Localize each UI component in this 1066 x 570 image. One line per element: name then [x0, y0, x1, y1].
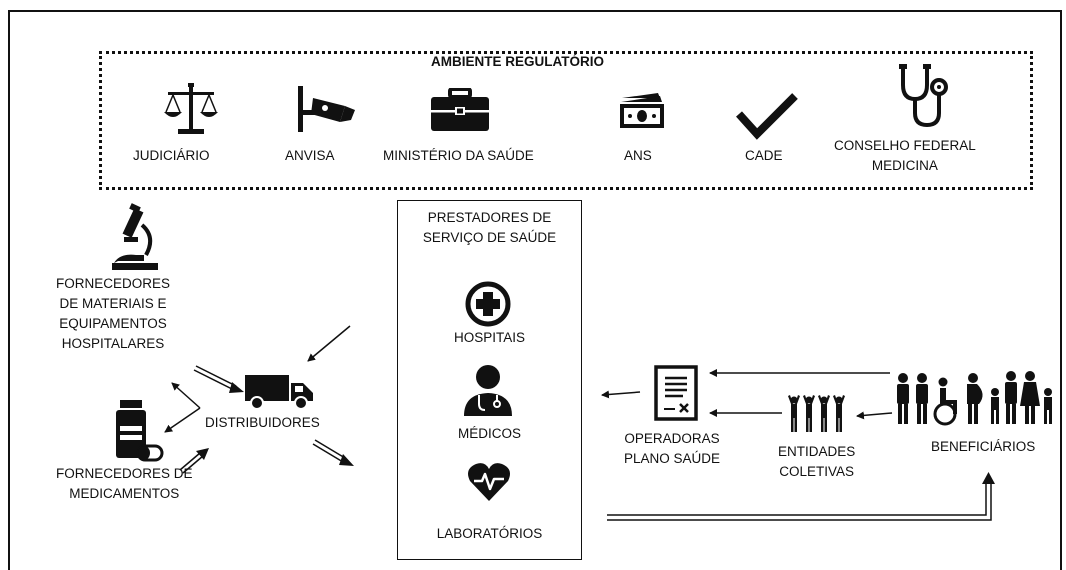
- arrow-operators-to-providers: [601, 390, 641, 399]
- anvisa-label: ANVISA: [285, 148, 335, 163]
- ministerio-saude-label: MINISTÉRIO DA SAÚDE: [383, 148, 534, 163]
- checkmark-icon: [736, 93, 798, 140]
- providers-title: PRESTADORES DE SERVIÇO DE SAÚDE: [422, 210, 557, 245]
- cctv-camera-icon: [298, 86, 355, 132]
- arrow-supplier-to-materials: [171, 382, 201, 409]
- doctors-label: MÉDICOS: [457, 426, 521, 441]
- cade-label: CADE: [745, 148, 783, 163]
- group-people-icon: [788, 395, 845, 432]
- briefcase-icon: [431, 88, 489, 131]
- double-arrow-providers-to-beneficiaries: [607, 472, 995, 521]
- beneficiaries-people-icon: [897, 371, 1052, 426]
- arrow-supplier-to-medicines: [164, 407, 201, 433]
- collective-entities-label: ENTIDADES COLETIVAS: [778, 444, 856, 479]
- judiciario-label: JUDICIÁRIO: [133, 148, 210, 163]
- arrow-beneficiaries-to-entities: [856, 411, 893, 420]
- double-arrow-medicines-to-distributors: [179, 448, 209, 474]
- operators-label: OPERADORAS PLANO SAÚDE: [624, 431, 721, 466]
- diagram-frame: [8, 10, 1062, 570]
- labs-label: LABORATÓRIOS: [436, 526, 543, 541]
- scales-icon: [164, 83, 218, 134]
- beneficiaries-label: BENEFICIÁRIOS: [931, 439, 1036, 454]
- regulatory-environment-box: [99, 51, 1033, 190]
- materials-suppliers-label: FORNECEDORES DE MATERIAIS E EQUIPAMENTOS…: [56, 276, 171, 351]
- medicine-bottle-icon: [116, 400, 164, 462]
- arrow-into-distributors: [307, 325, 351, 362]
- microscope-icon: [112, 203, 158, 270]
- health-service-providers-box: [397, 200, 582, 560]
- double-arrow-distributors-to-providers: [312, 439, 354, 466]
- medical-cross-icon: [465, 281, 511, 327]
- hospitals-label: HOSPITAIS: [453, 330, 525, 345]
- contract-document-icon: [654, 365, 698, 421]
- heart-pulse-icon: [468, 463, 510, 501]
- conselho-federal-medicina-label: CONSELHO FEDERAL MEDICINA: [834, 138, 976, 173]
- truck-icon: [245, 375, 313, 410]
- regulatory-title: AMBIENTE REGULATÓRIO: [431, 54, 604, 69]
- double-arrow-materials-to-distributors: [193, 365, 244, 393]
- ans-label: ANS: [624, 148, 652, 163]
- stethoscope-icon: [899, 64, 948, 128]
- money-icon: [620, 93, 664, 128]
- doctor-icon: [464, 365, 512, 416]
- medicines-suppliers-label: FORNECEDORES DE MEDICAMENTOS: [56, 466, 193, 501]
- distributors-label: DISTRIBUIDORES: [205, 415, 320, 430]
